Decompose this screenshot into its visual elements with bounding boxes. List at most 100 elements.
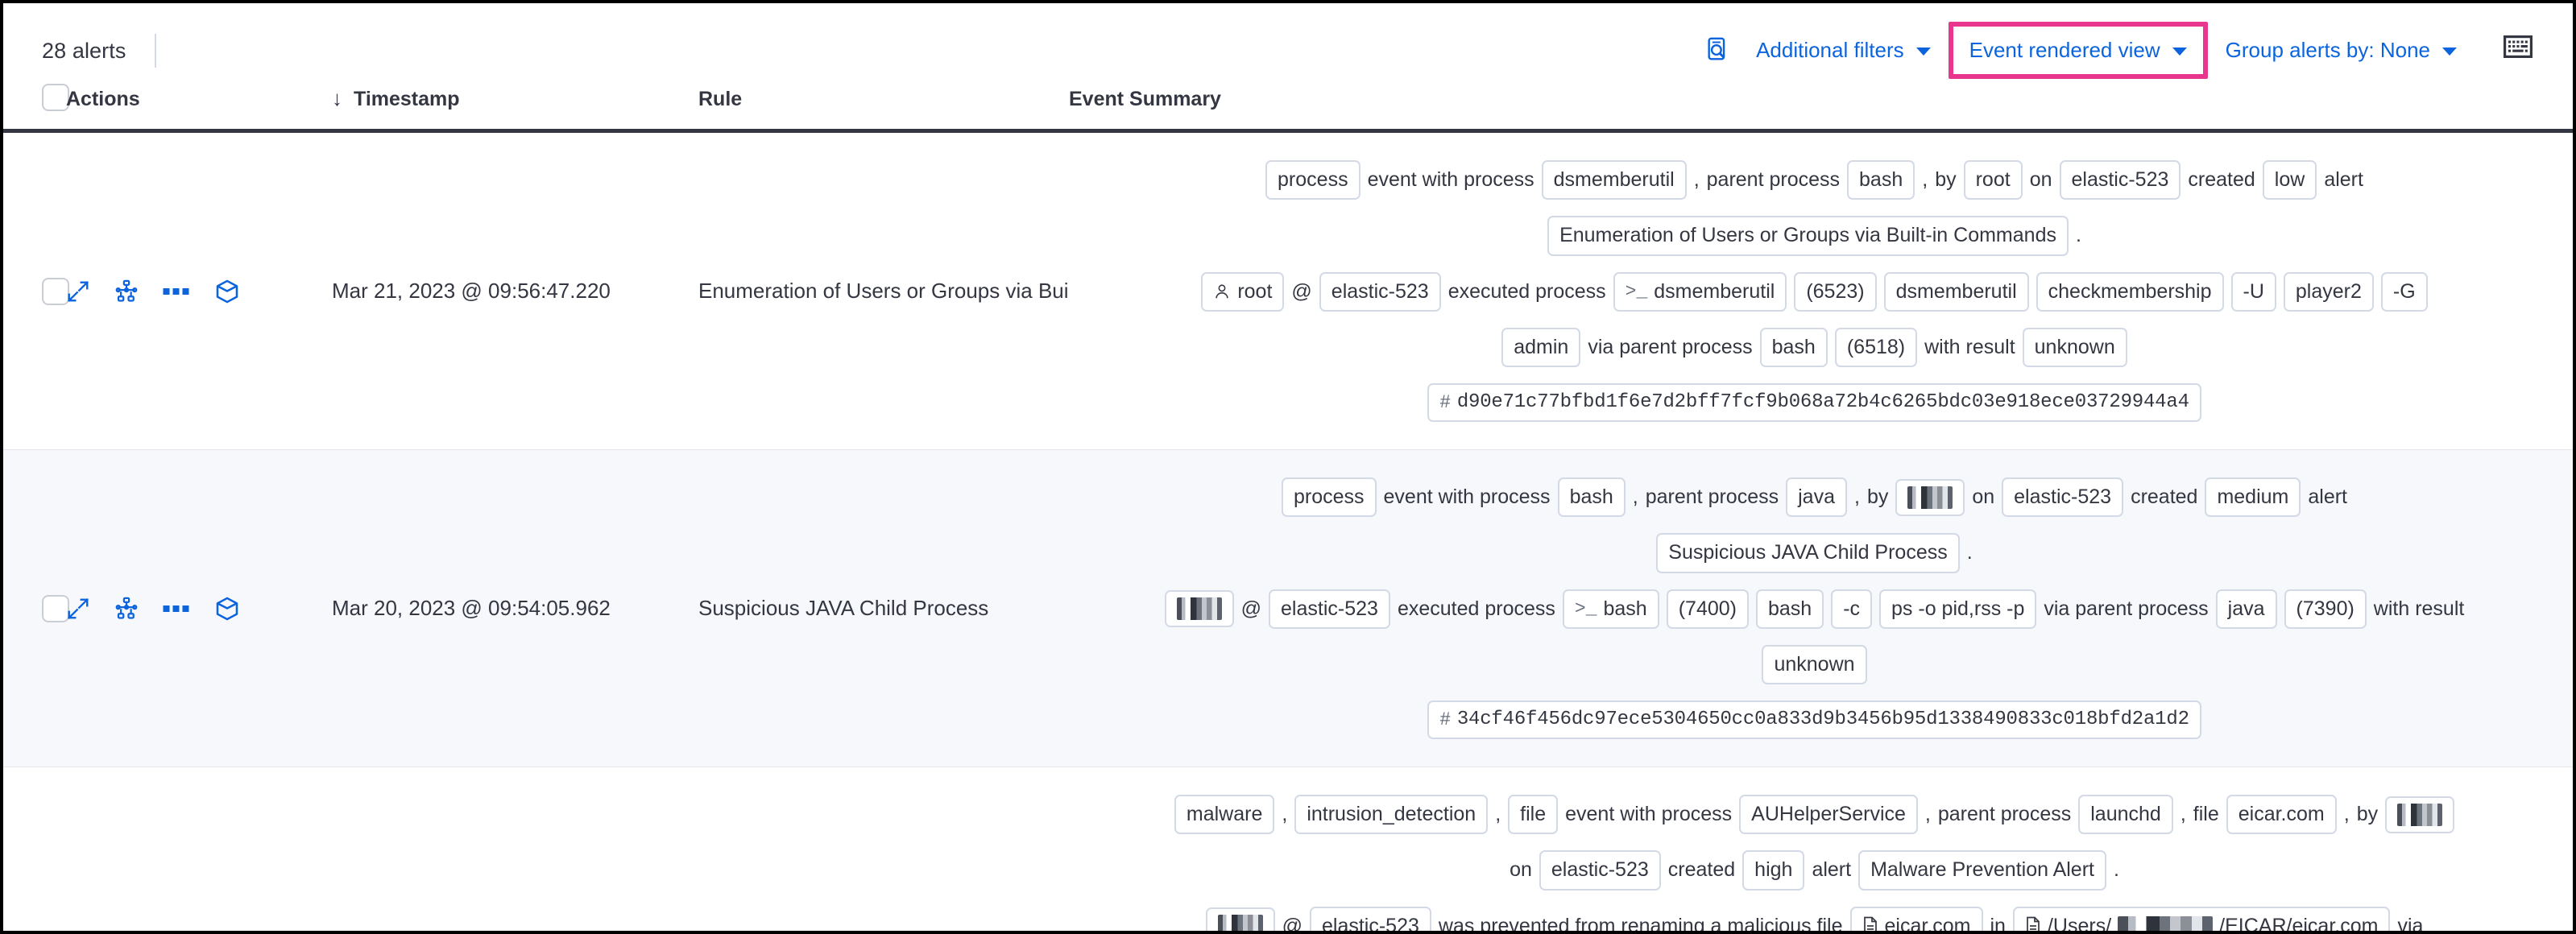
summary-chip[interactable]: elastic-523 xyxy=(1539,850,1661,891)
summary-chip[interactable]: -G xyxy=(2380,271,2428,312)
summary-chip[interactable]: elastic-523 xyxy=(1309,906,1431,931)
session-view-cube-icon[interactable] xyxy=(214,596,240,622)
summary-chip[interactable]: -U xyxy=(2230,271,2276,312)
summary-chip[interactable]: java xyxy=(2215,589,2277,629)
hash-icon: # xyxy=(1439,391,1451,413)
summary-text: via parent process xyxy=(1588,335,1753,358)
summary-chip[interactable]: dsmemberutil xyxy=(1541,160,1687,200)
summary-text: executed process xyxy=(1397,597,1555,620)
row-actions-cell xyxy=(66,450,332,767)
summary-chip-process[interactable]: >_dsmemberutil xyxy=(1613,271,1787,312)
summary-text: event with process xyxy=(1367,168,1534,191)
summary-chip[interactable]: low xyxy=(2262,160,2317,200)
summary-chip[interactable]: (6518) xyxy=(1834,327,1918,367)
summary-chip[interactable]: (7400) xyxy=(1666,589,1749,629)
alerts-table: Actions ↓Timestamp Rule Event Summary xyxy=(3,81,2573,931)
summary-chip-redacted-user[interactable] xyxy=(1205,907,1275,931)
table-row[interactable]: Mar 21, 2023 @ 09:56:47.220 Enumeration … xyxy=(3,130,2573,450)
summary-chip-hash[interactable]: #34cf46f456dc97ece5304650cc0a833d9b3456b… xyxy=(1427,700,2201,739)
summary-chip[interactable]: Suspicious JAVA Child Process xyxy=(1656,533,1960,573)
summary-chip-file[interactable]: eicar.com xyxy=(1849,906,1983,931)
expand-alert-details-icon[interactable] xyxy=(66,597,90,621)
inspect-search-icon[interactable] xyxy=(1693,28,1743,72)
summary-chip-redacted-user[interactable] xyxy=(1164,590,1234,628)
analyzer-graph-icon[interactable] xyxy=(114,597,139,621)
row-select-checkbox[interactable] xyxy=(42,594,69,622)
group-alerts-by-button[interactable]: Group alerts by: None xyxy=(2213,30,2470,71)
summary-chip[interactable]: Malware Prevention Alert xyxy=(1858,850,2106,891)
summary-chip[interactable]: (6523) xyxy=(1794,271,1877,312)
summary-chip[interactable]: admin xyxy=(1501,327,1581,367)
summary-chip[interactable]: high xyxy=(1742,850,1805,891)
summary-chip[interactable]: AUHelperService xyxy=(1739,795,1918,835)
summary-chip[interactable]: bash xyxy=(1755,589,1824,629)
summary-chip-process[interactable]: >_bash xyxy=(1562,589,1659,629)
summary-chip[interactable]: launchd xyxy=(2078,795,2173,835)
summary-chip[interactable]: malware xyxy=(1174,795,1275,835)
summary-chip[interactable]: medium xyxy=(2205,477,2301,518)
terminal-prompt-icon: >_ xyxy=(1574,597,1597,619)
summary-chip[interactable]: checkmembership xyxy=(2036,271,2224,312)
session-view-cube-icon[interactable] xyxy=(214,279,240,304)
summary-chip-file-path-redacted[interactable]: /Users//EICAR/eicar.com xyxy=(2012,906,2391,931)
summary-chip[interactable]: elastic-523 xyxy=(1269,589,1390,629)
summary-chip[interactable]: dsmemberutil xyxy=(1883,271,2029,312)
rule-value[interactable]: Suspicious JAVA Child Process xyxy=(698,596,989,620)
summary-chip[interactable]: file xyxy=(1508,795,1559,835)
chevron-down-icon xyxy=(2172,47,2187,56)
select-all-header xyxy=(3,81,69,131)
summary-chip-redacted-user[interactable] xyxy=(1895,478,1965,516)
more-actions-icon[interactable] xyxy=(163,603,190,614)
summary-chip[interactable]: process xyxy=(1281,477,1377,518)
expand-alert-details-icon[interactable] xyxy=(66,279,90,304)
rule-value[interactable]: Enumeration of Users or Groups via Bui xyxy=(698,279,1069,303)
timestamp-header[interactable]: ↓Timestamp xyxy=(332,81,698,131)
timestamp-value: Mar 21, 2023 @ 09:56:47.220 xyxy=(332,279,611,303)
summary-chip[interactable]: ps -o pid,rss -p xyxy=(1879,589,2037,629)
summary-chip[interactable]: Enumeration of Users or Groups via Built… xyxy=(1547,216,2069,256)
summary-chip[interactable]: elastic-523 xyxy=(2059,160,2181,200)
summary-text: , xyxy=(1853,486,1860,508)
analyzer-graph-icon[interactable] xyxy=(114,279,139,304)
summary-text: , xyxy=(1924,803,1931,825)
rule-header[interactable]: Rule xyxy=(698,88,743,110)
row-timestamp-cell: Mar 21, 2023 @ 09:56:47.220 xyxy=(332,131,698,450)
summary-chip[interactable]: unknown xyxy=(1762,644,1867,684)
table-row[interactable]: Mar 20, 2023 @ 09:43:38.348 Malware Prev… xyxy=(3,767,2573,931)
select-all-checkbox[interactable] xyxy=(42,84,69,111)
summary-text: , xyxy=(1693,168,1700,191)
summary-chip[interactable]: (7390) xyxy=(2284,589,2367,629)
summary-chip[interactable]: intrusion_detection xyxy=(1294,795,1489,835)
keyboard-shortcuts-icon[interactable] xyxy=(2492,34,2544,66)
summary-text: @ xyxy=(1240,597,1262,620)
summary-chip[interactable]: process xyxy=(1265,160,1360,200)
row-select-checkbox[interactable] xyxy=(42,277,69,305)
summary-chip-redacted-user[interactable] xyxy=(2385,796,2455,833)
summary-chip[interactable]: java xyxy=(1786,477,1847,518)
summary-chip[interactable]: -c xyxy=(1831,589,1873,629)
summary-chip[interactable]: eicar.com xyxy=(2226,795,2337,835)
event-rendered-view-highlight: Event rendered view xyxy=(1948,21,2208,79)
summary-chip[interactable]: root xyxy=(1963,160,2023,200)
summary-chip-hash[interactable]: #d90e71c77bfbd1f6e7d2bff7fcf9b068a72b4c6… xyxy=(1427,383,2201,422)
additional-filters-button[interactable]: Additional filters xyxy=(1743,30,1944,71)
more-actions-icon[interactable] xyxy=(163,286,190,297)
table-row[interactable]: Mar 20, 2023 @ 09:54:05.962 Suspicious J… xyxy=(3,449,2573,767)
summary-chip[interactable]: bash xyxy=(1847,160,1915,200)
summary-chip[interactable]: player2 xyxy=(2283,271,2374,312)
summary-chip[interactable]: elastic-523 xyxy=(1319,271,1441,312)
event-rendered-view-button[interactable]: Event rendered view xyxy=(1961,38,2195,63)
summary-chip[interactable]: bash xyxy=(1759,327,1828,367)
summary-chip[interactable]: bash xyxy=(1557,477,1626,518)
summary-chip[interactable]: elastic-523 xyxy=(2002,477,2124,518)
row-select-cell xyxy=(3,450,69,767)
summary-chip[interactable]: unknown xyxy=(2022,327,2127,367)
chevron-down-icon xyxy=(2442,47,2457,56)
summary-chip-user[interactable]: root xyxy=(1201,271,1285,312)
